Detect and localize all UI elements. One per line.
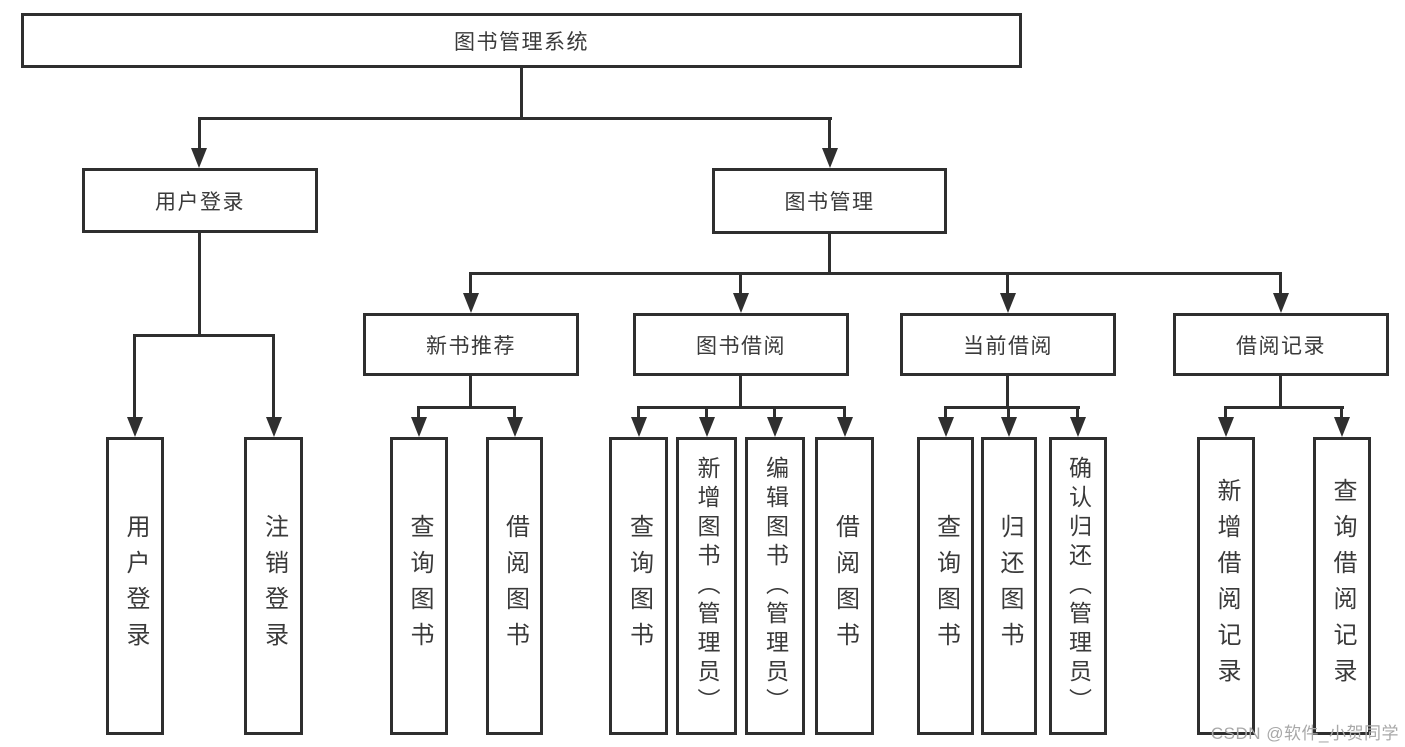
connector-stem: [1279, 376, 1282, 409]
node-book-borrow: 图书借阅: [633, 313, 849, 376]
leaf-label: 归还图书: [996, 514, 1023, 658]
leaf-label: 确认归还（管理员）: [1065, 455, 1092, 717]
node-library-system: 图书管理系统: [21, 13, 1022, 68]
leaf-user-login: 用户登录: [106, 437, 164, 735]
arrowhead: [411, 417, 427, 437]
connector-level3-drop: [739, 272, 742, 298]
arrowhead: [1001, 417, 1017, 437]
connector-root-stem: [520, 68, 523, 120]
node-new-book-recommend: 新书推荐: [363, 313, 579, 376]
leaf-query-book-borrow: 查询图书: [609, 437, 668, 735]
connector-stem: [469, 376, 472, 409]
connector-leaf-drop: [1224, 406, 1227, 420]
leaf-label: 借阅图书: [831, 514, 859, 658]
leaf-label: 新增图书（管理员）: [694, 455, 720, 717]
arrowhead: [127, 417, 143, 437]
connector-leaf-drop: [513, 406, 516, 420]
leaf-query-book-current: 查询图书: [917, 437, 974, 735]
leaf-borrow-book-recommend: 借阅图书: [486, 437, 543, 735]
connector-leaf-rail: [637, 406, 846, 409]
leaf-label: 借阅图书: [501, 514, 529, 658]
node-borrow-records: 借阅记录: [1173, 313, 1389, 376]
arrowhead: [938, 417, 954, 437]
leaf-logout: 注销登录: [244, 437, 303, 735]
node-current-borrow: 当前借阅: [900, 313, 1116, 376]
leaf-add-borrow-record: 新增借阅记录: [1197, 437, 1255, 735]
leaf-confirm-return-admin: 确认归还（管理员）: [1049, 437, 1107, 735]
connector-level3-drop: [1279, 272, 1282, 298]
connector-user-login-rail: [134, 334, 275, 337]
connector-level3-rail: [469, 272, 1282, 275]
connector-leaf-drop: [417, 406, 420, 420]
arrowhead: [631, 417, 647, 437]
connector-book-mgmt-stem: [828, 234, 831, 275]
arrowhead: [699, 417, 715, 437]
connector-leaf-drop: [944, 406, 947, 420]
connector-leaf-drop: [133, 334, 136, 420]
connector-level3-drop: [469, 272, 472, 298]
leaf-label: 查询图书: [406, 514, 433, 658]
leaf-label: 新增借阅记录: [1213, 478, 1240, 694]
arrowhead: [767, 417, 783, 437]
connector-leaf-drop: [272, 334, 275, 420]
arrowhead: [1218, 417, 1234, 437]
leaf-edit-book-admin: 编辑图书（管理员）: [745, 437, 805, 735]
connector-stem: [1006, 376, 1009, 409]
connector-leaf-drop: [705, 406, 708, 420]
leaf-add-book-admin: 新增图书（管理员）: [676, 437, 737, 735]
leaf-label: 查询图书: [625, 514, 653, 658]
connector-leaf-rail: [417, 406, 516, 409]
node-label: 新书推荐: [426, 334, 516, 358]
leaf-query-book-recommend: 查询图书: [390, 437, 448, 735]
arrowhead: [733, 293, 749, 313]
node-label: 图书借阅: [696, 334, 786, 358]
arrowhead: [191, 148, 207, 168]
connector-leaf-rail: [944, 406, 1080, 409]
node-label: 用户登录: [155, 190, 245, 214]
leaf-label: 用户登录: [122, 514, 149, 658]
leaf-label: 注销登录: [260, 514, 288, 658]
leaf-label: 查询借阅记录: [1329, 478, 1356, 694]
connector-leaf-rail: [1224, 406, 1344, 409]
arrowhead: [1070, 417, 1086, 437]
arrowhead: [463, 293, 479, 313]
connector-stem: [739, 376, 742, 409]
leaf-query-borrow-record: 查询借阅记录: [1313, 437, 1371, 735]
connector-user-login-drop: [198, 117, 201, 151]
leaf-borrow-book: 借阅图书: [815, 437, 874, 735]
node-label: 图书管理系统: [454, 30, 589, 54]
connector-leaf-drop: [773, 406, 776, 420]
node-label: 当前借阅: [963, 334, 1053, 358]
connector-leaf-drop: [843, 406, 846, 420]
leaf-label: 查询图书: [932, 514, 960, 658]
arrowhead: [1000, 293, 1016, 313]
arrowhead: [1334, 417, 1350, 437]
connector-user-login-stem: [198, 233, 201, 337]
node-book-management: 图书管理: [712, 168, 947, 234]
connector-leaf-drop: [1340, 406, 1343, 420]
arrowhead: [837, 417, 853, 437]
connector-leaf-drop: [1076, 406, 1079, 420]
node-label: 图书管理: [784, 191, 875, 214]
arrowhead: [1273, 293, 1289, 313]
connector-leaf-drop: [1007, 406, 1010, 420]
leaf-label: 编辑图书（管理员）: [762, 455, 789, 717]
connector-level3-drop: [1006, 272, 1009, 298]
arrowhead: [507, 417, 523, 437]
node-user-login: 用户登录: [82, 168, 318, 233]
connector-book-mgmt-drop: [828, 117, 831, 151]
arrowhead: [266, 417, 282, 437]
node-label: 借阅记录: [1236, 334, 1326, 358]
connector-leaf-drop: [637, 406, 640, 420]
csdn-watermark: CSDN @软件_小贺同学: [1210, 724, 1399, 743]
connector-level2-rail: [198, 117, 832, 120]
arrowhead: [822, 148, 838, 168]
leaf-return-book: 归还图书: [981, 437, 1037, 735]
